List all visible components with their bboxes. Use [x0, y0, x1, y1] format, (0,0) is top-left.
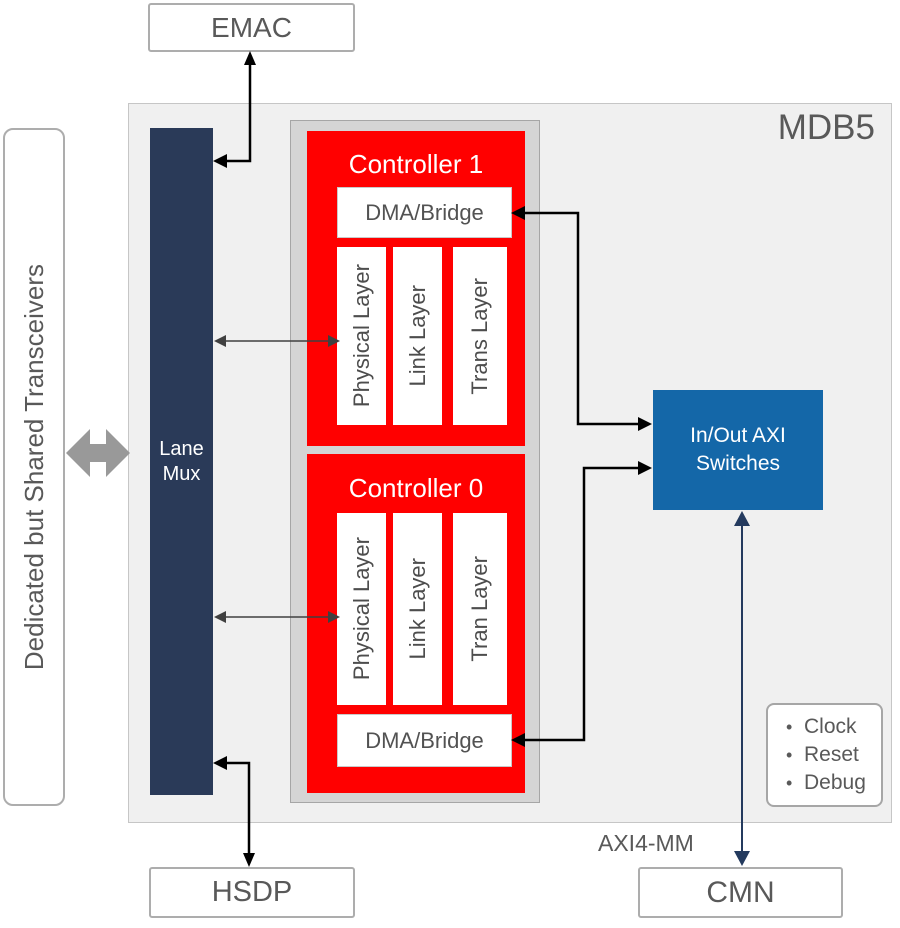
- axi4-mm-label: AXI4-MM: [598, 830, 694, 856]
- service-item-debug: • Debug: [786, 769, 881, 797]
- axi-switches-block: In/Out AXI Switches: [653, 390, 823, 510]
- hsdp-box: HSDP: [149, 867, 355, 918]
- controller-1-trans-layer: Trans Layer: [453, 247, 507, 425]
- layer-label: Link Layer: [404, 285, 430, 387]
- controller-1-block: Controller 1 DMA/Bridge Physical Layer L…: [307, 131, 525, 446]
- service-item-reset: • Reset: [786, 741, 881, 769]
- lane-mux-label: Lane Mux: [159, 437, 204, 485]
- arrow-transceivers-mdb5: [66, 429, 130, 477]
- layer-label: Physical Layer: [348, 537, 374, 681]
- controller-0-dma-bridge: DMA/Bridge: [337, 714, 512, 767]
- controller-1-physical-layer: Physical Layer: [337, 247, 386, 425]
- transceivers-label: Dedicated but Shared Transceivers: [18, 263, 49, 671]
- service-label: Debug: [804, 771, 866, 794]
- services-box: • Clock • Reset • Debug: [766, 703, 883, 807]
- mdb5-panel-title: MDB5: [777, 108, 875, 147]
- cmn-box: CMN: [638, 867, 843, 918]
- service-item-clock: • Clock: [786, 713, 881, 741]
- layer-label: Link Layer: [404, 558, 430, 660]
- controller-1-dma-bridge: DMA/Bridge: [337, 187, 512, 238]
- controller-0-physical-layer: Physical Layer: [337, 513, 386, 705]
- lane-mux-block: Lane Mux: [150, 128, 213, 795]
- bullet-icon: •: [786, 716, 793, 737]
- controller-0-title: Controller 0: [348, 473, 484, 503]
- controller-1-title: Controller 1: [348, 149, 484, 179]
- controller-1-link-layer: Link Layer: [393, 247, 442, 425]
- layer-label: Trans Layer: [467, 277, 492, 395]
- service-label: Reset: [804, 743, 859, 766]
- controller-0-link-layer: Link Layer: [393, 513, 442, 705]
- bullet-icon: •: [786, 772, 793, 793]
- layer-label: Physical Layer: [348, 264, 374, 408]
- axi-switches-label: In/Out AXI Switches: [690, 423, 786, 475]
- layer-label: Tran Layer: [467, 556, 492, 662]
- transceivers-box: Dedicated but Shared Transceivers: [3, 128, 65, 806]
- controller-0-tran-layer: Tran Layer: [453, 513, 507, 705]
- bullet-icon: •: [786, 744, 793, 765]
- service-label: Clock: [804, 715, 857, 738]
- controller-0-block: Controller 0 Physical Layer Link Layer T…: [307, 454, 525, 793]
- emac-box: EMAC: [148, 3, 355, 52]
